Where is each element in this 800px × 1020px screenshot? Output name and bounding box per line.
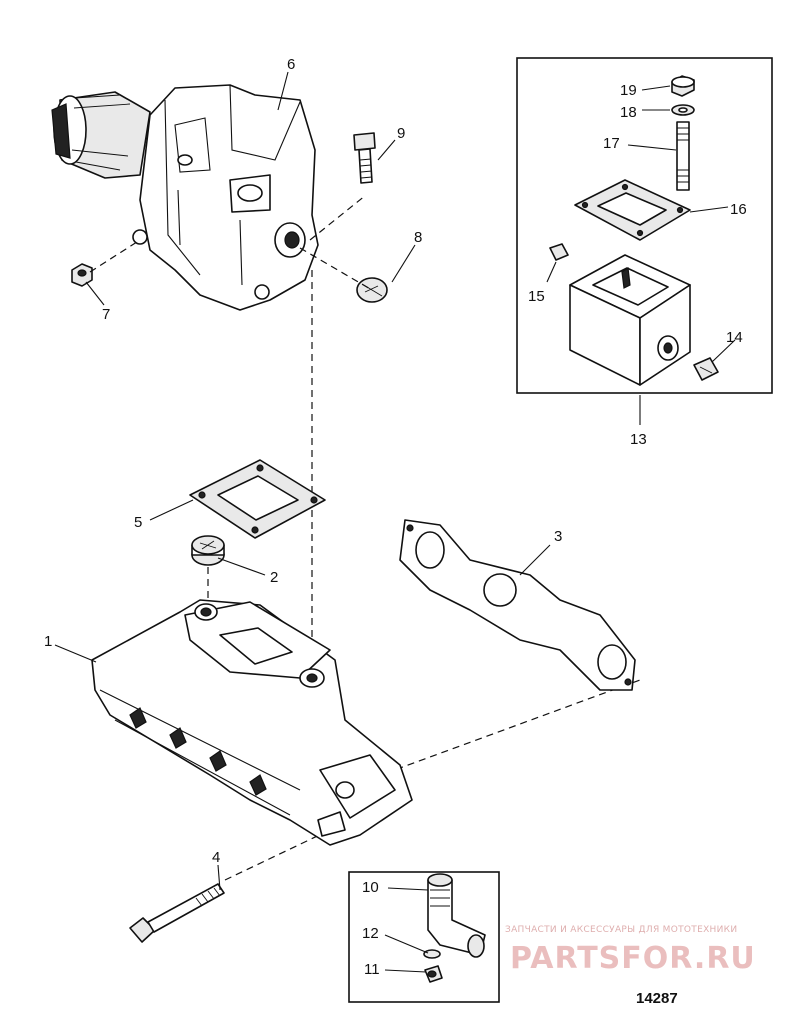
callout-17: 17 [603,135,620,152]
callout-14: 14 [726,329,743,346]
part-6-exhaust-elbow [51,84,319,311]
part-3-manifold-gasket [399,519,636,691]
part-9-bolt [353,132,376,184]
callout-1: 1 [44,633,52,650]
callout-3: 3 [554,528,562,545]
part-5-gasket [189,459,326,539]
part-4-bolt [129,883,225,943]
callout-5: 5 [134,514,142,531]
callout-18: 18 [620,104,637,121]
callout-9: 9 [397,125,405,142]
watermark-tagline: ЗАПЧАСТИ И АКСЕССУАРЫ ДЛЯ МОТОТЕХНИКИ [505,925,737,935]
callout-6: 6 [287,56,295,73]
diagram-reference-number: 14287 [636,990,678,1007]
inset-riser-kit [516,57,773,394]
callout-2: 2 [270,569,278,586]
part-1-exhaust-manifold [91,599,413,846]
callout-19: 19 [620,82,637,99]
part-2-plug [191,535,225,566]
callout-12: 12 [362,925,379,942]
leader-lines [54,71,736,973]
callout-11: 11 [364,961,380,978]
watermark-brand: PARTSFOR.RU [510,941,756,976]
callout-8: 8 [414,229,422,246]
inset-fitting-kit [348,871,500,1003]
watermark: ЗАПЧАСТИ И АКСЕССУАРЫ ДЛЯ МОТОТЕХНИКИ PA… [505,925,756,976]
callout-13: 13 [630,431,647,448]
callout-numbers: 1 2 3 4 5 6 7 8 9 10 11 12 13 14 15 16 1… [44,56,747,978]
part-8-plug [356,277,388,303]
callout-10: 10 [362,879,379,896]
callout-15: 15 [528,288,545,305]
part-7-nut [71,263,93,287]
callout-7: 7 [102,306,110,323]
callout-16: 16 [730,201,747,218]
callout-4: 4 [212,849,220,866]
